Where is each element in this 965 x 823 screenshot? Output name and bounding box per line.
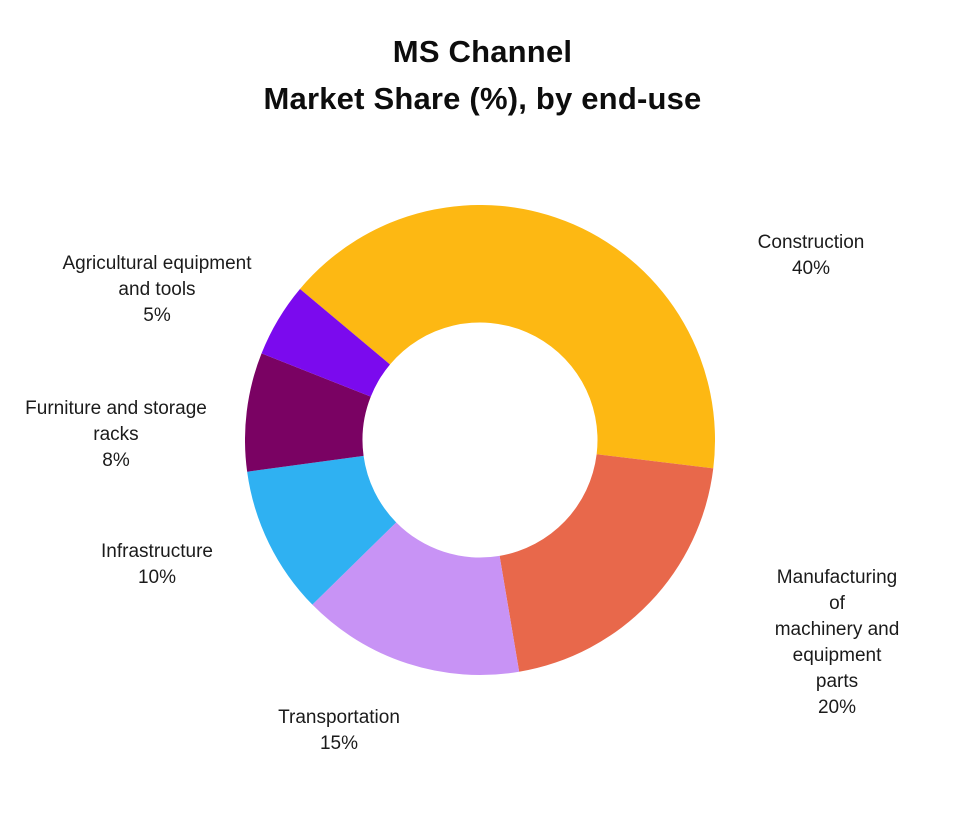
slice-label-manufacturing: Manufacturing of machinery and equipment… (774, 567, 900, 718)
pie-slice-construction (299, 205, 715, 469)
slice-label-transportation: Transportation 15% (278, 707, 400, 754)
chart-title: MS Channel Market Share (%), by end-use (263, 34, 702, 116)
slice-label-infrastructure: Infrastructure 10% (101, 541, 213, 588)
pie-slice-infrastructure (247, 455, 397, 605)
pie-slice-transportation (312, 522, 520, 675)
slice-label-furniture: Furniture and storage racks 8% (25, 398, 207, 471)
pie-slice-manufacturing (499, 454, 714, 672)
donut-chart (245, 205, 715, 675)
slice-label-agricultural: Agricultural equipment and tools 5% (62, 253, 252, 326)
slice-label-construction: Construction 40% (757, 232, 865, 279)
pie-slice-furniture (245, 353, 371, 472)
pie-slice-agricultural (261, 288, 390, 397)
